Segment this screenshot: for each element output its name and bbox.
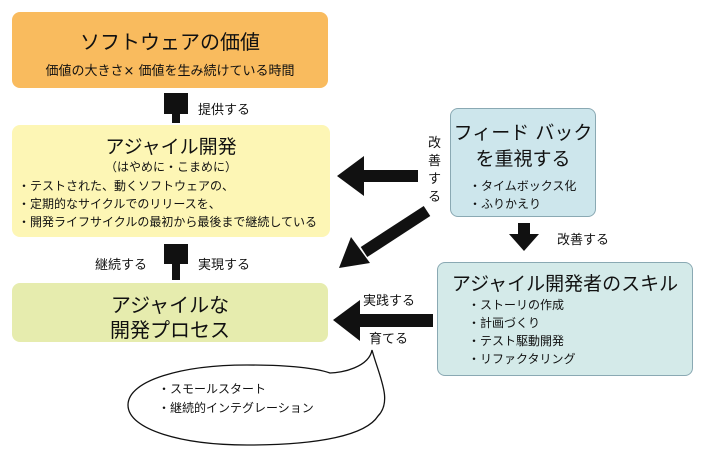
agile-development-subtitle: （はやめに・こまめに） [104,160,237,174]
arrow-feedback-to-skills [509,223,539,251]
bubble-item: ・スモールスタート [158,382,267,396]
speech-bubble [127,349,386,446]
agile-development-title: アジャイル開発 [105,136,237,158]
arrow-process-to-agile [164,244,188,280]
skill-item: ・計画づくり [468,316,541,330]
software-value-subtitle: 価値の大きさ× 価値を生み続けている時間 [45,64,295,79]
label-improve-char: る [428,190,442,205]
label-continue: 継続する [95,258,148,273]
agile-process-line1: アジャイルな [110,293,230,317]
agile-bullet: ・定期的なサイクルでのリリースを、 [18,197,221,211]
label-improve-char: 改 [428,136,442,151]
feedback-item: ・ふりかえり [469,197,542,211]
label-provide: 提供する [198,103,251,118]
agile-bullet: ・開発ライフサイクルの最初から最後まで継続している [18,215,318,229]
bubble-item: ・継続的インテグレーション [158,401,314,415]
software-value-title: ソフトウェアの価値 [80,30,260,54]
label-nurture: 育てる [369,332,409,347]
feedback-item: ・タイムボックス化 [469,179,577,193]
agile-bullet: ・テストされた、動くソフトウェアの、 [18,179,235,193]
label-improve-char: 善 [428,154,442,169]
feedback-title-line2: を重視する [475,148,571,170]
label-improve-char: す [428,172,442,187]
skill-item: ・テスト駆動開発 [468,334,565,348]
feedback-title-line1: フィード バック [453,122,593,144]
skill-item: ・ストーリの作成 [468,298,565,312]
software-value-box: ソフトウェアの価値 価値の大きさ× 価値を生み続けている時間 [12,12,328,88]
label-improve-vertical: 改 善 す る [428,135,441,207]
arrow-feedback-to-process-shaft [360,205,431,258]
agile-development-box: アジャイル開発 （はやめに・こまめに） ・テストされた、動くソフトウェアの、 ・… [12,125,330,237]
label-realize: 実現する [198,258,251,273]
arrow-feedback-to-agile [337,156,418,196]
skill-item: ・リファクタリング [468,352,576,366]
label-practice: 実践する [363,294,416,309]
arrow-skills-to-process [333,300,433,341]
developer-skills-box: アジャイル開発者のスキル ・ストーリの作成 ・計画づくり ・テスト駆動開発 ・リ… [437,262,693,376]
arrow-agile-to-value [164,93,188,123]
agile-process-line2: 開発プロセス [110,318,230,342]
feedback-box: フィード バック を重視する ・タイムボックス化 ・ふりかえり [450,108,596,217]
developer-skills-title: アジャイル開発者のスキル [451,273,679,295]
arrow-feedback-to-process-head [339,237,370,268]
agile-process-box: アジャイルな 開発プロセス [12,283,328,342]
label-improve: 改善する [557,233,610,248]
